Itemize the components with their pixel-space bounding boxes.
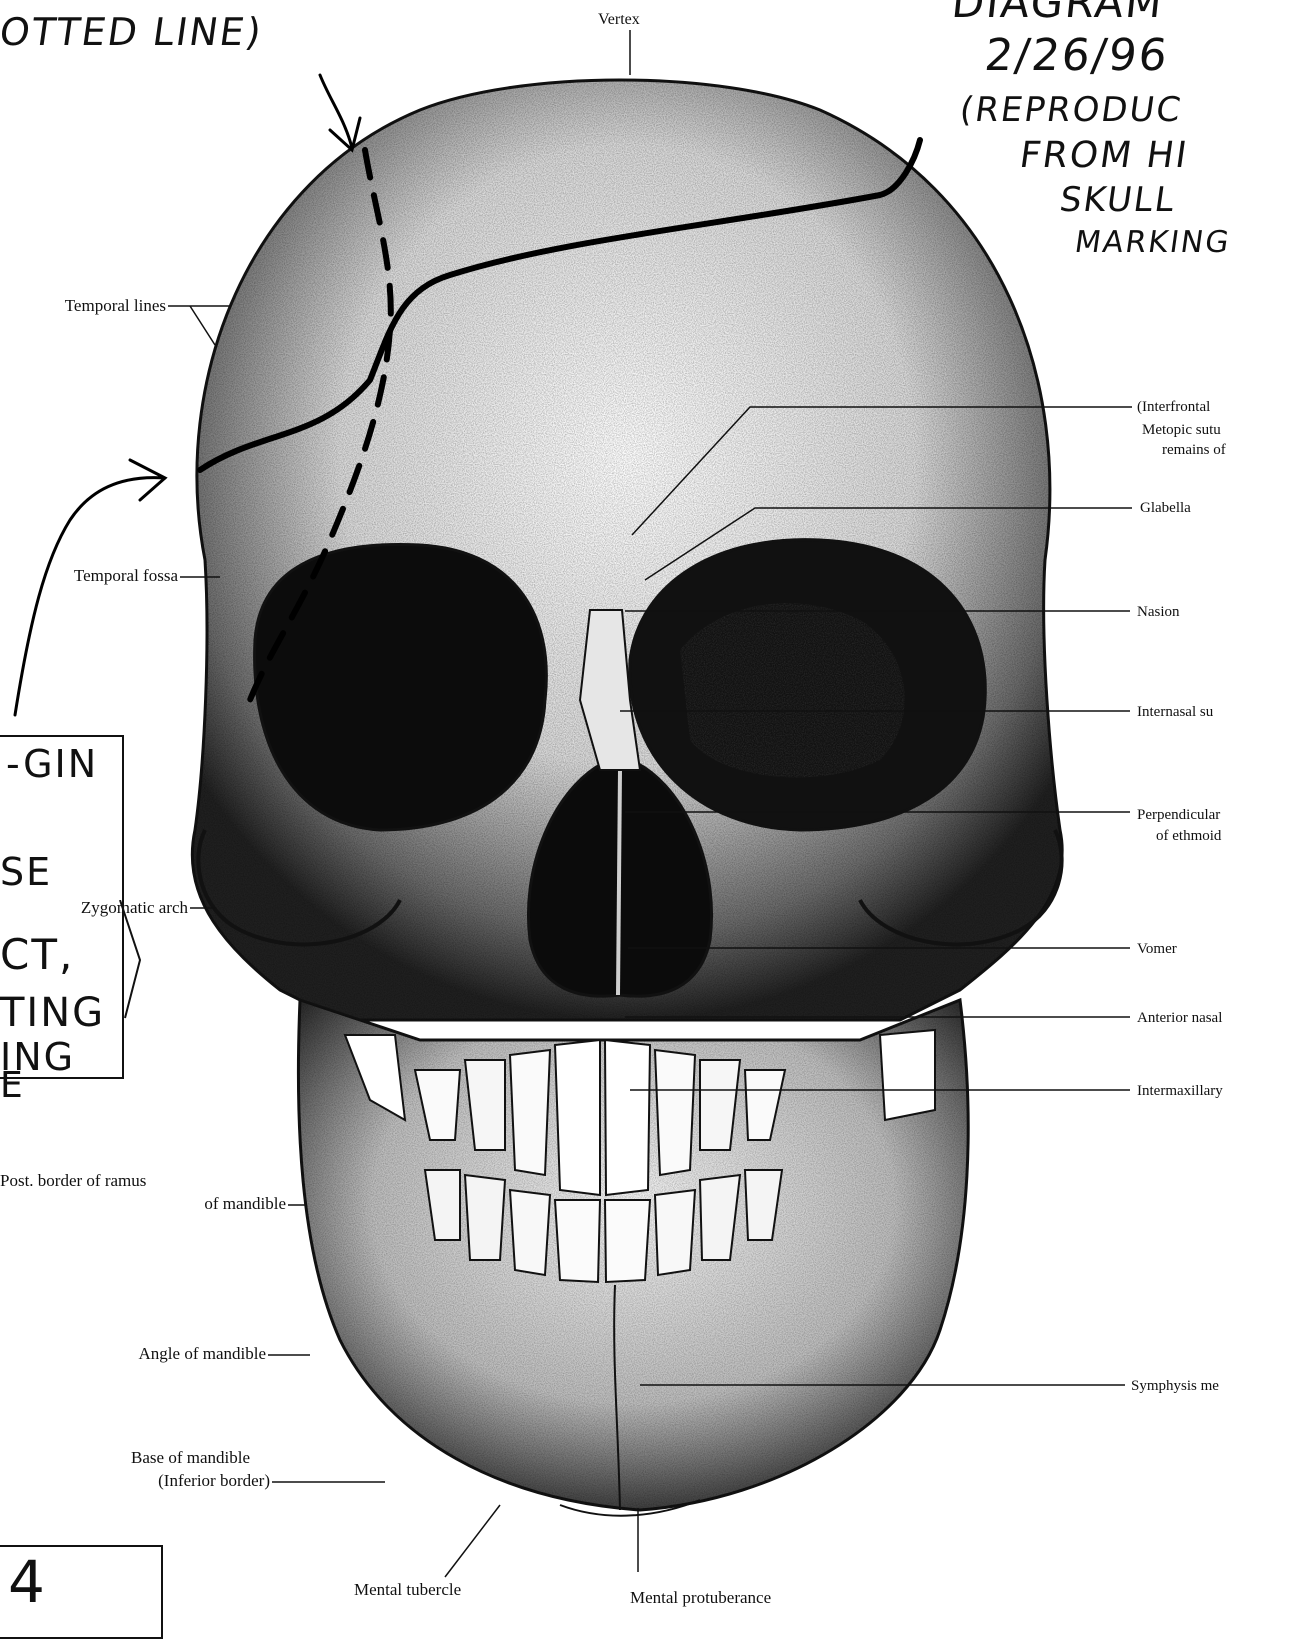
label-perpendicular-2: of ethmoid <box>1156 826 1221 846</box>
label-interfrontal-2: Metopic sutu <box>1142 420 1221 440</box>
handwritten-top-left: OTTED LINE) <box>0 10 266 54</box>
handwritten-from: FROM HI <box>1017 135 1191 176</box>
handwritten-box-line-6: E <box>0 1065 25 1106</box>
handwritten-box-line-3: CT, <box>0 930 74 979</box>
label-perpendicular-1: Perpendicular <box>1137 805 1220 825</box>
label-zygomatic-arch: Zygomatic arch <box>0 898 188 918</box>
handwritten-diagram: DIAGRAM <box>949 0 1166 27</box>
label-glabella: Glabella <box>1140 498 1191 518</box>
handwritten-box-line-1: -GIN <box>6 742 98 786</box>
label-mental-protuberance: Mental protuberance <box>630 1588 771 1608</box>
label-anterior-nasal: Anterior nasal <box>1137 1008 1222 1028</box>
label-vertex: Vertex <box>598 10 640 30</box>
label-mental-tubercle: Mental tubercle <box>354 1580 461 1600</box>
box-notch <box>110 900 170 1020</box>
label-temporal-lines: Temporal lines <box>10 296 166 316</box>
label-post-border-1: Post. border of ramus <box>0 1171 146 1191</box>
handwritten-box-line-2: SE <box>0 850 52 894</box>
label-post-border-2: of mandible <box>100 1194 286 1214</box>
label-temporal-fossa: Temporal fossa <box>8 566 178 586</box>
left-orbit <box>255 544 547 830</box>
handwritten-reproduc: (REPRODUC <box>957 90 1185 130</box>
label-base-mandible-2: (Inferior border) <box>40 1471 270 1491</box>
label-nasion: Nasion <box>1137 602 1180 622</box>
label-vomer: Vomer <box>1137 939 1177 959</box>
handwritten-skull: SKULL <box>1057 180 1178 220</box>
arrow-down-marking <box>320 75 360 150</box>
curved-arrow-marking <box>15 460 165 715</box>
label-interfrontal-3: remains of <box>1162 440 1226 460</box>
handwritten-date: 2/26/96 <box>982 30 1171 81</box>
label-symphysis: Symphysis me <box>1131 1376 1219 1396</box>
label-internasal: Internasal su <box>1137 702 1213 722</box>
label-base-mandible-1: Base of mandible <box>40 1448 250 1468</box>
handwritten-marking: MARKING <box>1073 225 1233 260</box>
handwritten-page-number: 4 <box>8 1548 47 1616</box>
label-interfrontal-1: (Interfrontal <box>1137 397 1210 417</box>
handwritten-box-line-4: TING <box>0 990 105 1036</box>
label-intermaxillary: Intermaxillary <box>1137 1081 1223 1101</box>
label-angle-of-mandible: Angle of mandible <box>40 1344 266 1364</box>
